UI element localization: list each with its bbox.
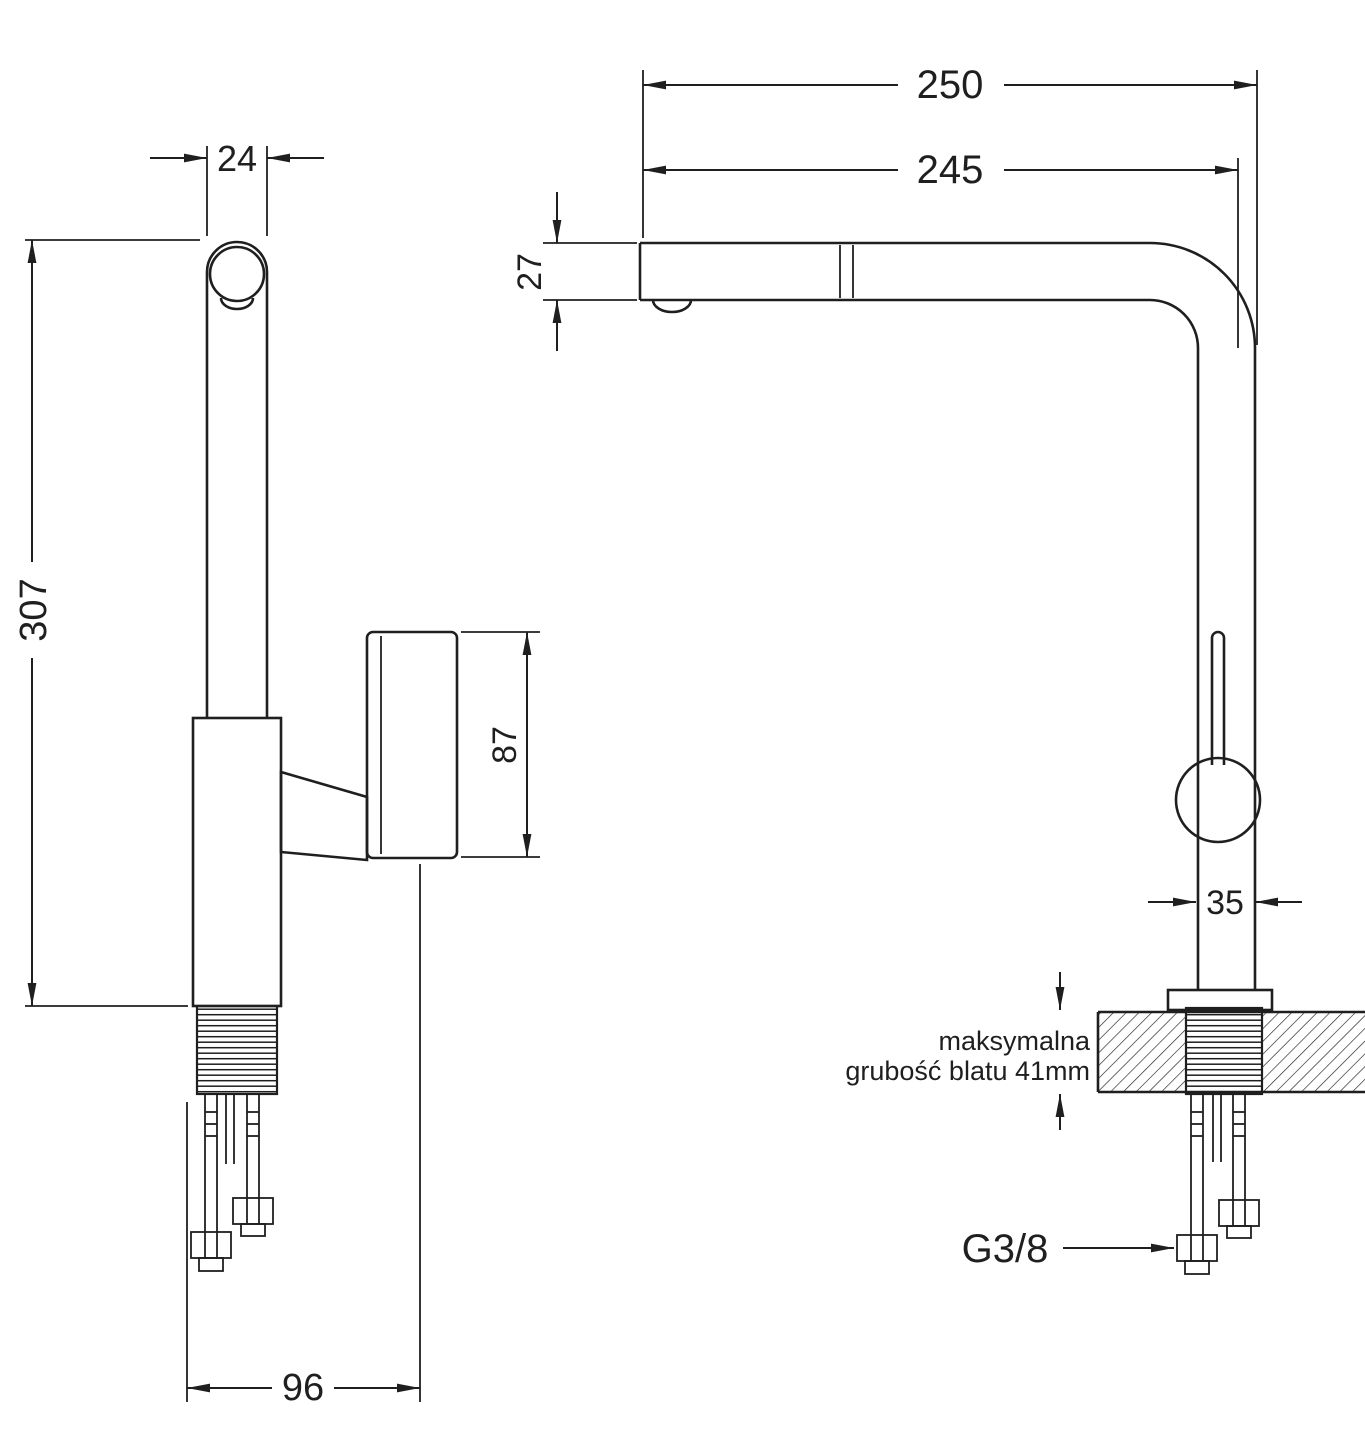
front-hex-nut-left: [1176, 1234, 1218, 1275]
front-spout: [638, 241, 1257, 990]
dim-body-width: 35: [1148, 884, 1302, 922]
side-thread-shank: [195, 1004, 279, 1096]
dim-top-width-label: 24: [217, 138, 257, 179]
dim-handle-length-label: 87: [486, 726, 524, 764]
dim-height-label: 307: [13, 578, 55, 641]
front-mounting-studs: [1176, 1094, 1260, 1275]
worktop-thickness-note: maksymalna grubość blatu 41mm: [845, 972, 1091, 1130]
side-hex-nut-right: [232, 1197, 274, 1237]
side-handle: [279, 630, 459, 862]
side-view: [190, 240, 459, 1272]
dim-handle-length: 87: [461, 631, 540, 858]
side-handle-cone: [279, 770, 369, 862]
front-view: [638, 241, 1365, 1275]
dim-base-depth: 96: [186, 864, 421, 1409]
side-aerator-lip: [219, 297, 255, 311]
dim-top-width: 24: [150, 138, 324, 236]
dim-thread-size: G3/8: [962, 1227, 1174, 1271]
side-mounting-studs: [190, 1094, 274, 1272]
front-handle: [1174, 630, 1262, 844]
dim-thread-label: G3/8: [962, 1227, 1049, 1271]
side-body: [191, 716, 283, 1008]
worktop: [1096, 1010, 1365, 1094]
dim-height: 307: [13, 239, 200, 1007]
dim-total-reach: 250: [642, 63, 1258, 345]
dim-body-width-label: 35: [1206, 884, 1244, 922]
front-aerator-lip: [651, 299, 693, 314]
worktop-note-line2: grubość blatu 41mm: [845, 1056, 1090, 1086]
front-handle-ball: [1174, 756, 1262, 844]
dim-spout-height: 27: [511, 192, 637, 351]
side-handle-blade: [365, 630, 459, 860]
front-dimensions: 250 245 27 35 maksymalna grubość blatu 4…: [511, 63, 1302, 1271]
dim-spout-reach: 245: [643, 148, 1239, 348]
side-spout-outlet-circle: [208, 245, 266, 303]
side-spout-column: [191, 240, 283, 1008]
dim-total-reach-label: 250: [917, 63, 984, 107]
side-dimensions: 24 307 87 96: [13, 138, 540, 1409]
worktop-note-line1: maksymalna: [938, 1026, 1091, 1056]
front-hex-nut-right: [1218, 1199, 1260, 1239]
dim-base-depth-label: 96: [282, 1367, 324, 1409]
dim-spout-height-label: 27: [511, 253, 549, 291]
front-thread-shank: [1184, 1006, 1264, 1096]
side-hex-nut-left: [190, 1231, 232, 1272]
front-handle-rod: [1210, 630, 1226, 765]
dim-spout-reach-label: 245: [917, 148, 984, 192]
